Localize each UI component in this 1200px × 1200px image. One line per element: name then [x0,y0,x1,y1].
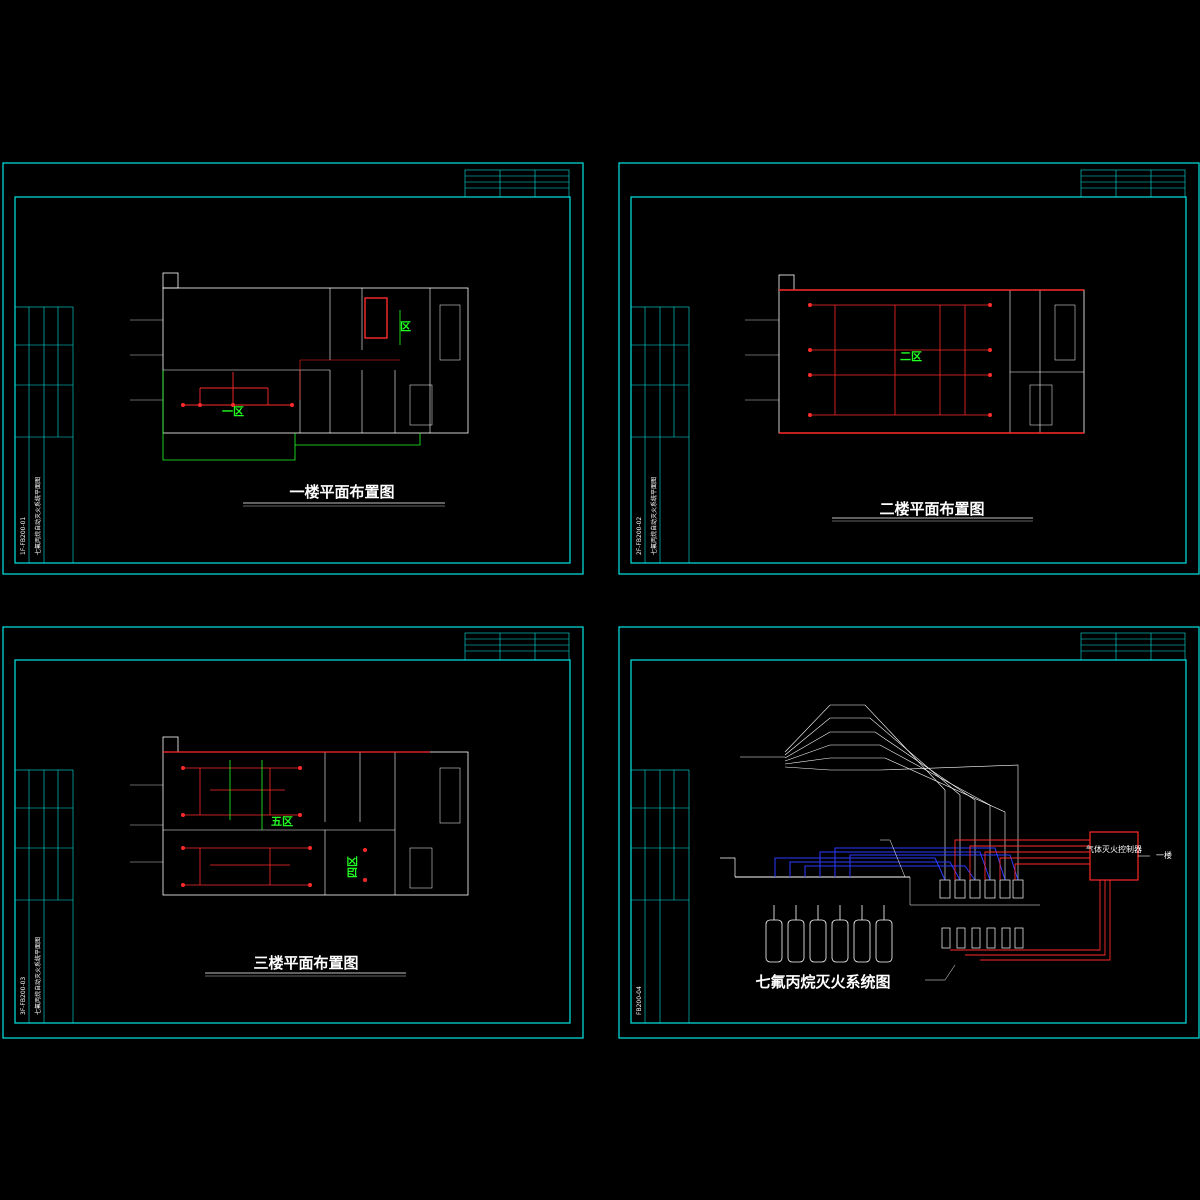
sheet-4: FB200-04 [618,626,1200,1039]
title-block [630,306,690,564]
sheet-3: 3F-FB200-03 七氟丙烷自动灭火系统平面图 五区 四区 [2,626,584,1039]
title-block [14,306,74,564]
sheet-title: 一楼平面布置图 [289,483,394,501]
drawing-number: 3F-FB200-03 [20,977,27,1015]
drawing-number: 2F-FB200-02 [636,517,643,555]
sheet-title: 二楼平面布置图 [879,500,984,518]
title-block [14,769,74,1024]
project-name: 七氟丙烷自动灭火系统平面图 [34,477,42,555]
drawing-number: FB200-04 [636,986,643,1015]
zone-label: 一区 [222,405,244,418]
floor-plan-1: 区 一区 [130,272,469,461]
project-name: 七氟丙烷自动灭火系统平面图 [34,937,42,1015]
revision-table [1080,169,1186,198]
selector-valves [939,879,1024,949]
floor-plan-2: 二区 [745,274,1085,434]
system-diagram: 气体灭火控制器 一楼 [720,704,1172,981]
agent-cylinders [765,905,893,963]
svg-text:区: 区 [400,320,411,333]
sheet-1: 1F-FB200-01 七氟丙烷自动灭火系统平面图 [2,162,584,575]
zone-label-a: 五区 [271,815,293,828]
revision-table [1080,632,1186,661]
revision-table [464,169,570,198]
drawing-number: 1F-FB200-01 [20,517,27,555]
control-panel-tag: 一楼 [1156,850,1172,860]
sheet-title: 三楼平面布置图 [253,954,358,972]
zone-label: 二区 [900,350,922,363]
revision-table [464,632,570,661]
zone-label-b: 四区 [346,856,359,878]
floor-plan-3: 五区 四区 [130,736,469,896]
sheet-2: 2F-FB200-02 七氟丙烷自动灭火系统平面图 二区 二楼平面布置图 [618,162,1200,575]
title-block [630,769,690,1024]
project-name: 七氟丙烷自动灭火系统平面图 [650,477,658,555]
control-panel-box [1089,831,1139,881]
control-panel-label: 气体灭火控制器 [1086,844,1142,854]
sheet-title: 七氟丙烷灭火系统图 [755,973,890,991]
